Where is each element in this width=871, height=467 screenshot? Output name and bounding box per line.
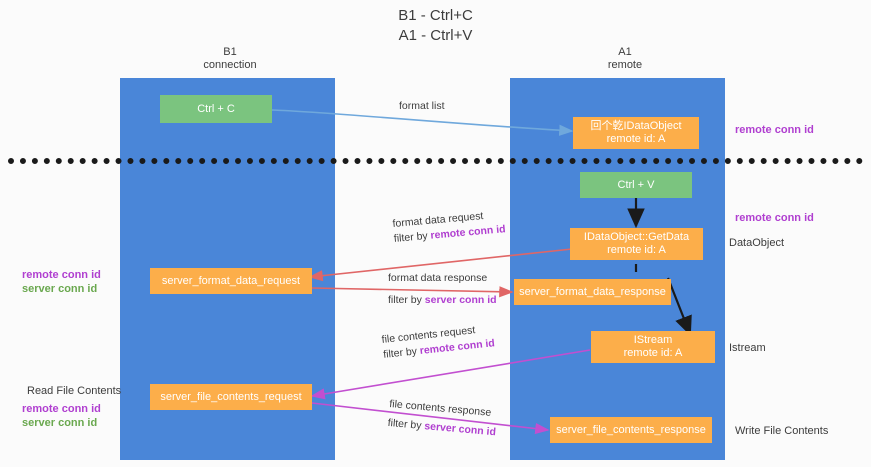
side-label-left-remote-conn-id-2: remote conn id [22,403,101,415]
side-label-remote-conn-id-mid: remote conn id [735,212,814,224]
box-istream[interactable]: IStream remote id: A [591,331,715,363]
side-label-left-server-conn-id-2: server conn id [22,417,98,429]
box-istream-line1: IStream [633,334,673,346]
box-server-format-data-request[interactable]: server_format_data_request [150,268,312,294]
filter-key-server-conn-id-2: server conn id [423,420,497,439]
arrow-label-format-data-response-line2: filter by server conn id [388,293,497,308]
side-label-dataobject: DataObject [729,237,785,249]
box-getdata-line1: IDataObject::GetData [583,231,690,243]
box-server-format-data-response[interactable]: server_format_data_response [514,279,671,305]
box-server-file-contents-request[interactable]: server_file_contents_request [150,384,312,410]
arrow-label-format-data-request: format data request filter by remote con… [392,207,506,247]
phase-divider [8,158,863,164]
arrow-label-format-data-response-line1: format data response [388,272,488,284]
box-idataobject-line2: remote id: A [606,133,666,145]
lane-header-a1: A1 remote [607,46,643,71]
side-label-left-server-conn-id: server conn id [22,283,98,295]
box-server-file-contents-response[interactable]: server_file_contents_response [550,417,712,443]
filter-key-server-conn-id: server conn id [424,294,497,306]
filter-prefix: filter by [387,416,425,433]
box-idataobject[interactable]: 回个亁IDataObject remote id: A [573,117,699,149]
side-label-left-remote-conn-id: remote conn id [22,269,101,281]
box-server-file-contents-response-label: server_file_contents_response [556,423,706,436]
box-ctrl-c-label: Ctrl + C [197,102,235,115]
arrow-label-format-list: format list [399,100,445,112]
page-title: B1 - Ctrl+C A1 - Ctrl+V [398,7,473,44]
box-ctrl-c[interactable]: Ctrl + C [160,95,272,123]
arrow-label-format-data-response: format data response filter by server co… [388,271,497,308]
lane-header-b1: B1 connection [203,46,257,71]
filter-prefix: filter by [388,294,425,306]
box-server-file-contents-request-label: server_file_contents_request [160,390,302,403]
arrow-label-file-contents-response: file contents response filter by server … [387,397,498,440]
box-ctrl-v-label: Ctrl + V [617,178,655,191]
filter-prefix: filter by [393,229,432,245]
box-server-format-data-request-label: server_format_data_request [161,274,301,287]
side-label-read-file-contents: Read File Contents [27,385,122,397]
box-getdata-line2: remote id: A [607,244,666,256]
box-idataobject-getdata[interactable]: IDataObject::GetData remote id: A [570,228,703,260]
box-ctrl-v[interactable]: Ctrl + V [580,172,692,198]
side-label-remote-conn-id-top: remote conn id [735,124,814,136]
side-label-write-file-contents: Write File Contents [735,425,829,437]
box-server-format-data-response-label: server_format_data_response [519,285,666,298]
box-idataobject-line1: 回个亁IDataObject [590,120,682,132]
arrow-label-file-contents-request: file contents request filter by remote c… [381,321,496,363]
filter-prefix: filter by [382,345,421,361]
side-label-istream: Istream [729,342,766,354]
box-istream-line2: remote id: A [623,347,683,359]
